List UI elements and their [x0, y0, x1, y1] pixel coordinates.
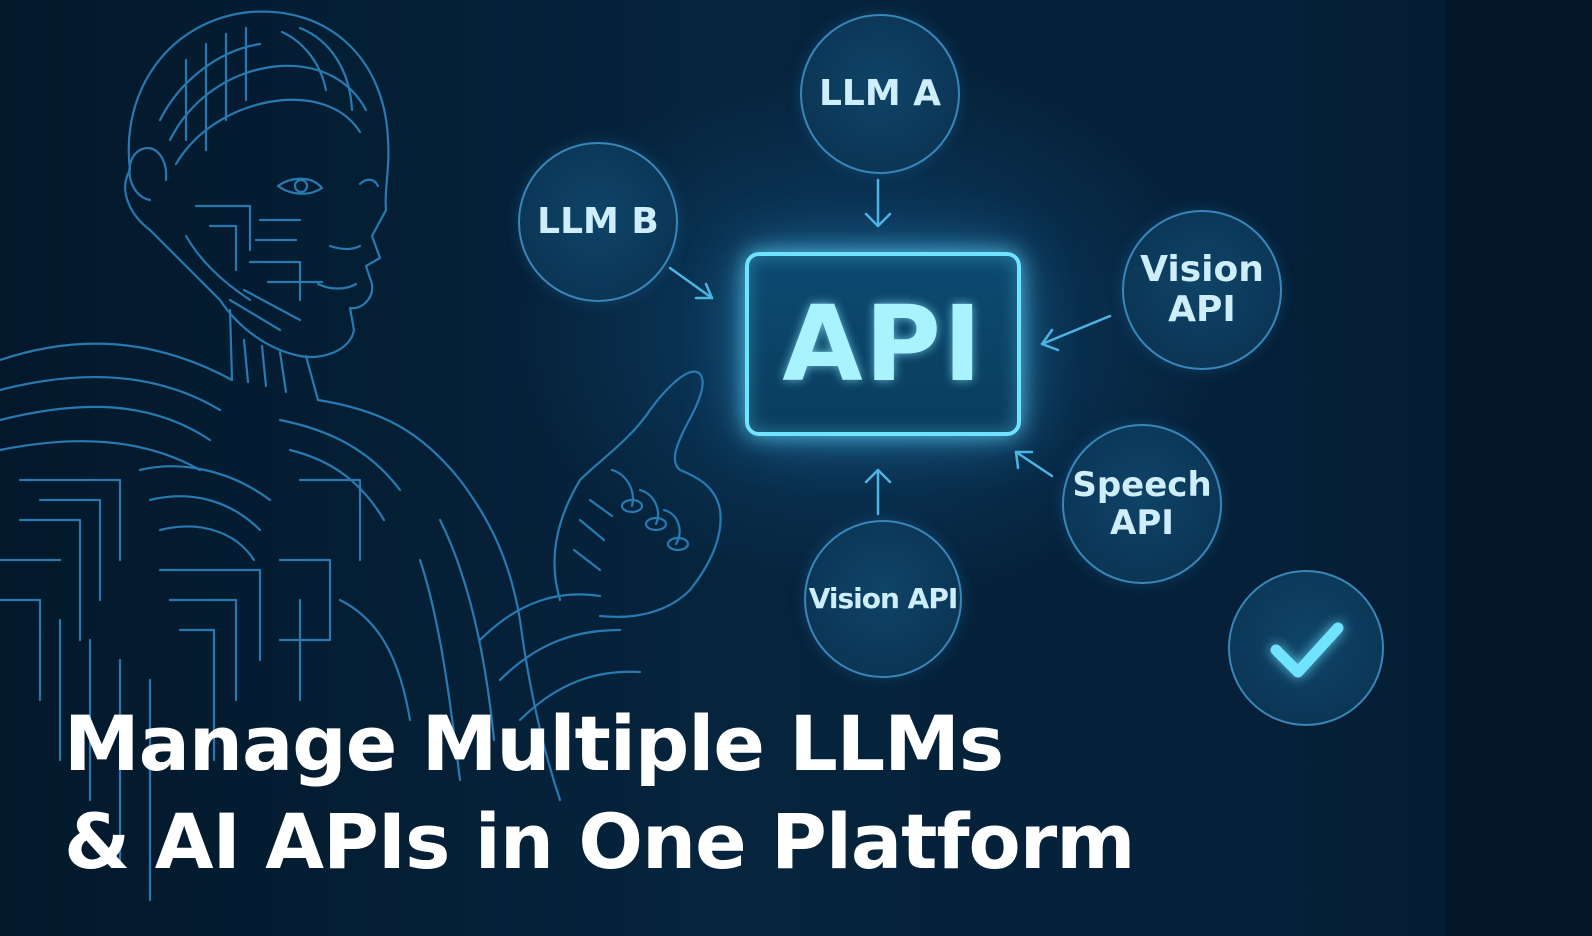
- headline: Manage Multiple LLMs & AI APIs in One Pl…: [64, 695, 1164, 891]
- node-llm-b-label: LLM B: [537, 200, 659, 242]
- node-vision-api-bottom-label: Vision API: [808, 582, 959, 616]
- headline-line-2: & AI APIs in One Platform: [64, 797, 1135, 886]
- node-speech-api-label: Speech API: [1072, 464, 1212, 543]
- side-panel: [1445, 0, 1592, 936]
- node-vision-api: Vision API: [1122, 210, 1282, 370]
- api-hub: API: [745, 252, 1021, 436]
- checkmark-icon: [1270, 622, 1344, 678]
- headline-line-1: Manage Multiple LLMs: [64, 699, 1004, 788]
- arrow-llm-b: [668, 266, 714, 300]
- arrow-speech-api: [1014, 450, 1054, 478]
- human-figure-pointing-icon: [0, 10, 722, 902]
- node-vision-api-label: Vision API: [1140, 248, 1264, 330]
- arrow-llm-a: [864, 178, 892, 228]
- arrow-vision-api-bottom: [864, 468, 892, 516]
- node-vision-api-bottom: Vision API: [804, 520, 962, 678]
- status-check: [1228, 570, 1384, 726]
- node-llm-b: LLM B: [518, 142, 678, 302]
- node-speech-api: Speech API: [1062, 424, 1222, 584]
- arrow-vision-api: [1040, 314, 1112, 352]
- node-llm-a: LLM A: [800, 14, 960, 174]
- api-hub-label: API: [782, 283, 984, 405]
- node-llm-a-label: LLM A: [818, 72, 942, 114]
